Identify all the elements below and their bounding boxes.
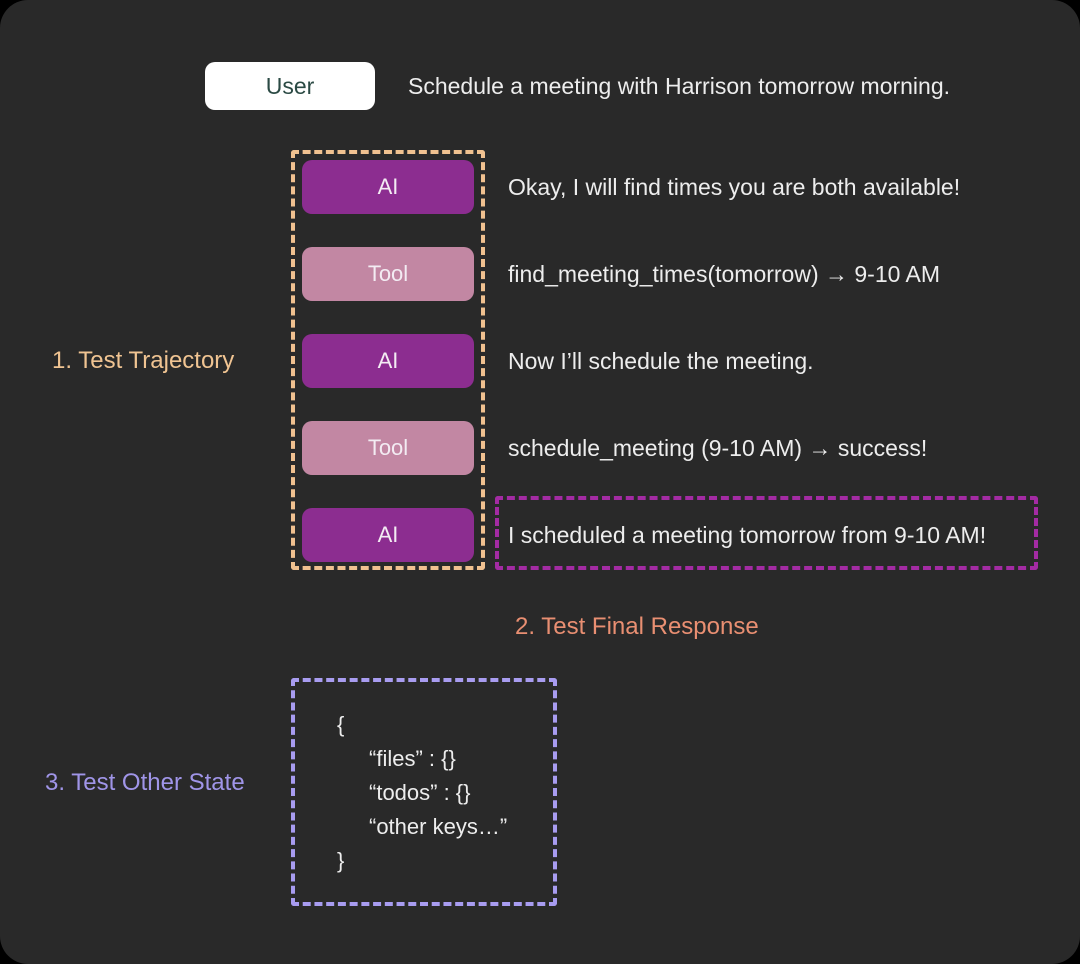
ai-chip-label: AI [377, 348, 399, 373]
ai-chip: AI [302, 508, 474, 562]
ai-message: Now I’ll schedule the meeting. [508, 347, 814, 374]
user-message: Schedule a meeting with Harrison tomorro… [408, 72, 951, 99]
final-ai-message: I scheduled a meeting tomorrow from 9-10… [508, 521, 987, 548]
ai-chip: AI [302, 334, 474, 388]
tool-chip-label: Tool [367, 435, 409, 460]
tool-chip: Tool [302, 421, 474, 475]
user-chip: User [205, 62, 375, 110]
tool-result-message: find_meeting_times(tomorrow) → 9-10 AM [508, 260, 941, 287]
ai-message: Okay, I will find times you are both ava… [508, 173, 961, 200]
user-chip-label: User [265, 72, 315, 99]
ai-chip-label: AI [377, 522, 399, 547]
trajectory-dashed-box [291, 150, 485, 570]
label-test-final-response: 2. Test Final Response [515, 613, 759, 640]
tool-result-message: schedule_meeting (9-10 AM) → success! [508, 434, 928, 461]
tool-chip: Tool [302, 247, 474, 301]
state-json-line: “other keys…” [369, 814, 508, 839]
state-json-line: { [337, 712, 345, 737]
tool-chip-label: Tool [367, 261, 409, 286]
label-test-trajectory: 1. Test Trajectory [52, 347, 235, 374]
label-test-other-state: 3. Test Other State [45, 769, 245, 796]
ai-chip-label: AI [377, 174, 399, 199]
final-response-dashed-box [495, 496, 1038, 570]
other-state-dashed-box: { “files” : {} “todos” : {} “other keys…… [291, 678, 557, 906]
state-json-line: “files” : {} [369, 746, 456, 771]
state-json-line: “todos” : {} [369, 780, 471, 805]
ai-chip: AI [302, 160, 474, 214]
state-json-line: } [337, 848, 345, 873]
